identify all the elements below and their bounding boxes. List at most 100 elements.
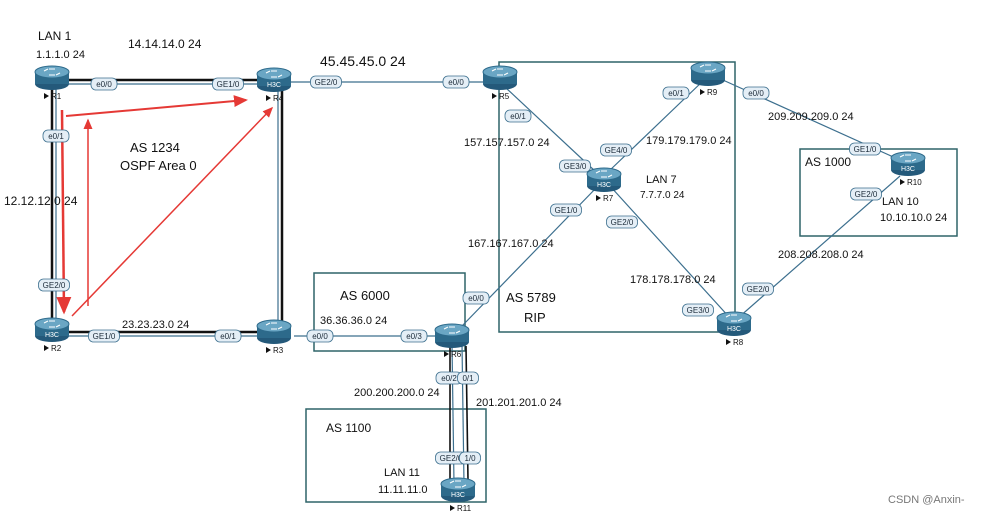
lan1-name: LAN 1 [38,29,72,43]
as1100-title: AS 1100 [326,421,371,435]
watermark: CSDN @Anxin- [888,494,965,506]
router-name: R3 [273,346,284,355]
router-top [586,167,622,181]
interface-pill [214,329,242,343]
net-36-label: 36.36.36.0 24 [320,315,387,327]
router-name: R8 [733,338,744,347]
interface-pill [459,451,481,465]
router-r11[interactable]: H3C R11 [440,477,476,513]
as6000-box [313,272,466,352]
play-icon [44,93,49,99]
interface-pill [462,291,490,305]
router-r5[interactable]: R5 [482,65,518,101]
router-name: R7 [603,194,614,203]
interface-r4-ge10: GE1/0 [212,77,244,91]
router-arrows-icon [595,170,613,178]
router-brand: H3C [727,326,741,333]
router-brand: H3C [901,166,915,173]
interface-r3-e00: e0/0 [306,329,334,343]
interface-label-text: GE2/0 [440,454,463,463]
router-top [256,319,292,333]
lan11-net: 11.11.11.0 [378,484,428,496]
net-179-label: 179.179.179.0 24 [646,135,732,147]
interface-pill [442,75,470,89]
interface-r9-e00: e0/0 [742,86,770,100]
as5789-proto: RIP [524,310,546,325]
net-167-label: 167.167.167.0 24 [468,238,554,250]
interface-r4-ge20: GE2/0 [310,75,342,89]
interface-label-text: GE2/0 [855,190,878,199]
interface-r8-ge20: GE2/0 [742,282,774,296]
interface-r6-e03: e0/3 [400,329,428,343]
interface-pill [606,215,638,229]
interface-label-text: GE1/0 [217,80,240,89]
arrow-r1-down [56,109,72,315]
as1000-title: AS 1000 [805,155,851,169]
interface-label-text: 1/0 [464,454,476,463]
play-icon [266,347,271,353]
lan10-name: LAN 10 [882,196,919,208]
router-top [690,61,726,75]
interface-pill [212,77,244,91]
net-200-label: 200.200.200.0 24 [354,387,440,399]
interface-label-text: GE2/0 [747,285,770,294]
router-r9[interactable]: R9 [690,61,726,97]
router-top [716,311,752,325]
net-23-label: 23.23.23.0 24 [122,319,189,331]
router-arrows-icon [491,68,509,76]
interface-label-text: GE1/0 [93,332,116,341]
interface-label-text: e0/3 [406,332,422,341]
as5789-title: AS 5789 [506,290,556,305]
lan1-net: 1.1.1.0 24 [36,49,85,61]
interface-r2-ge20: GE2/0 [38,278,70,292]
router-r1[interactable]: R1 [34,65,70,101]
router-r8[interactable]: H3C R8 [716,311,752,347]
interface-r11-ge10: 1/0 [459,451,481,465]
router-name: R9 [707,88,718,97]
net-208-label: 208.208.208.0 24 [778,249,864,261]
interface-r10-ge20: GE2/0 [850,187,882,201]
interface-r10-ge10: GE1/0 [849,142,881,156]
interface-label-text: GE2/0 [315,78,338,87]
interface-r2-ge10: GE1/0 [88,329,120,343]
router-r6[interactable]: R6 [434,323,470,359]
red-arrows [56,95,274,317]
link-r9-r7 [607,79,705,173]
router-top [34,317,70,331]
interface-label-text: e0/0 [448,78,464,87]
router-brand: H3C [267,82,281,89]
router-top [440,477,476,491]
arrow-r2-r4 [71,106,274,317]
as1234-links [50,78,284,334]
interface-label-text: e0/0 [96,80,112,89]
interface-r7-ge40: GE4/0 [600,143,632,157]
play-icon [900,179,905,185]
interface-label-text: GE3/0 [687,306,710,315]
router-top [34,65,70,79]
interface-pill [742,282,774,296]
router-r3[interactable]: R3 [256,319,292,355]
interface-r6-e01: 0/1 [457,371,479,385]
router-name: R2 [51,344,62,353]
interface-pill [42,129,70,143]
router-name: R11 [457,504,472,513]
router-brand: H3C [451,492,465,499]
interface-pill [504,109,532,123]
interface-pill [662,86,690,100]
interface-r6-e00: e0/0 [462,291,490,305]
as5789-box [498,61,736,333]
interface-label-text: e0/0 [312,332,328,341]
lan10-net: 10.10.10.0 24 [880,212,947,224]
play-icon [266,95,271,101]
router-arrows-icon [43,68,61,76]
interface-pill [400,329,428,343]
router-name: R5 [499,92,510,101]
router-arrows-icon [265,70,283,78]
interface-r3-e01: e0/1 [214,329,242,343]
